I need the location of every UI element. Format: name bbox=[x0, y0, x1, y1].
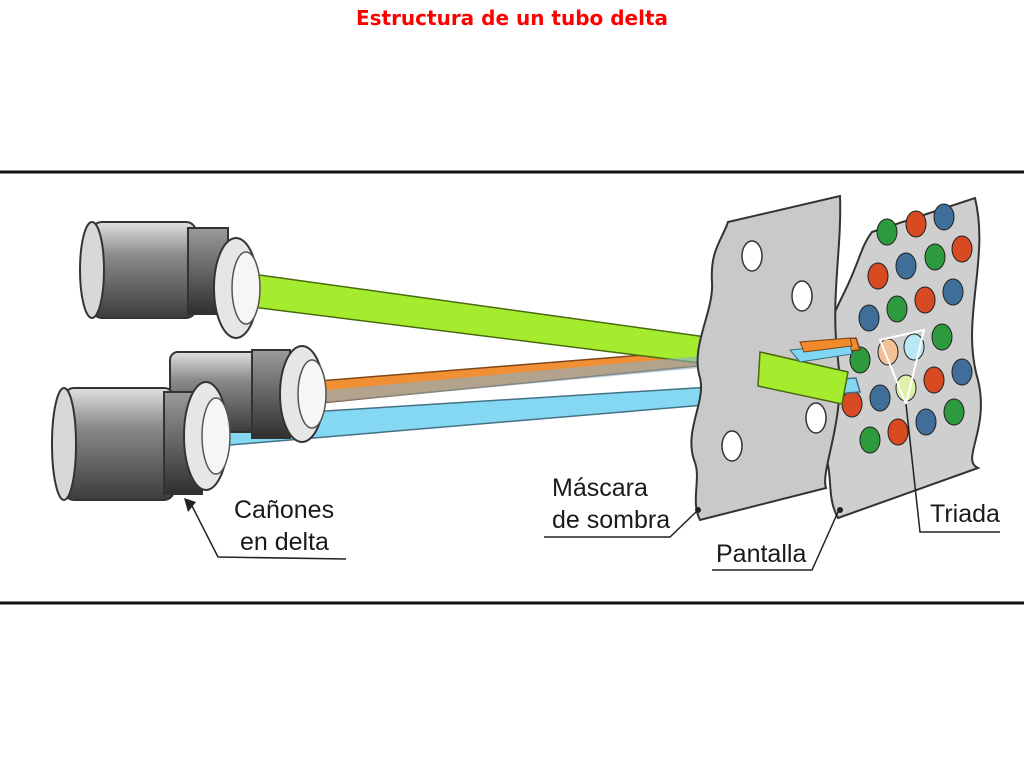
delta-tube-diagram: Cañones en delta Máscara de sombra Panta… bbox=[0, 170, 1024, 605]
phosphor-dot bbox=[849, 346, 871, 374]
phosphor-dot bbox=[951, 358, 973, 386]
phosphor-dot bbox=[841, 390, 863, 418]
gun-top bbox=[79, 221, 261, 339]
leader-lines bbox=[184, 403, 1000, 571]
leader-screen bbox=[712, 511, 839, 571]
mask-hole bbox=[791, 280, 813, 312]
phosphor-dot bbox=[905, 210, 927, 238]
phosphor-dot bbox=[951, 235, 973, 263]
mask-hole bbox=[741, 240, 763, 272]
beam-blue-overlap bbox=[306, 356, 700, 404]
phosphor-dot bbox=[867, 262, 889, 290]
phosphor-dot bbox=[859, 426, 881, 454]
phosphor-dot bbox=[869, 384, 891, 412]
label-mask-line2: de sombra bbox=[552, 506, 670, 534]
phosphor-dot bbox=[943, 398, 965, 426]
electron-guns bbox=[51, 221, 327, 501]
phosphor-dot bbox=[887, 418, 909, 446]
phosphor-dot bbox=[914, 286, 936, 314]
label-mask-line1: Máscara bbox=[552, 474, 648, 502]
phosphor-dot bbox=[876, 218, 898, 246]
leader-triad bbox=[905, 403, 1000, 533]
leader-mask bbox=[544, 511, 697, 538]
triad-outline bbox=[878, 328, 926, 408]
phosphor-dot bbox=[886, 295, 908, 323]
mask-hole bbox=[805, 402, 827, 434]
electron-beams bbox=[211, 271, 862, 447]
label-triad: Triada bbox=[930, 500, 1000, 528]
beam-green-through bbox=[757, 351, 849, 405]
mask-hole bbox=[721, 430, 743, 462]
leader-guns bbox=[189, 501, 347, 560]
slide-title: Estructura de un tubo delta bbox=[355, 6, 669, 30]
phosphor-dot bbox=[895, 252, 917, 280]
beam-orange-through bbox=[799, 337, 853, 353]
phosphor-dot bbox=[931, 323, 953, 351]
phosphor-dot bbox=[924, 243, 946, 271]
label-screen: Pantalla bbox=[716, 540, 806, 568]
phosphor-dot bbox=[923, 366, 945, 394]
phosphor-dot bbox=[903, 333, 925, 361]
arrow-screen bbox=[837, 507, 843, 513]
phosphor-dot bbox=[858, 304, 880, 332]
phosphor-dots bbox=[841, 203, 973, 454]
arrow-guns bbox=[184, 498, 196, 512]
phosphor-dot bbox=[915, 408, 937, 436]
phosphor-dot bbox=[933, 203, 955, 231]
label-guns-line2: en delta bbox=[240, 528, 329, 556]
label-guns-line1: Cañones bbox=[234, 496, 334, 524]
phosphor-dot bbox=[942, 278, 964, 306]
arrow-mask bbox=[695, 507, 701, 513]
gun-bottom bbox=[51, 381, 231, 501]
phosphor-screen bbox=[818, 196, 982, 520]
